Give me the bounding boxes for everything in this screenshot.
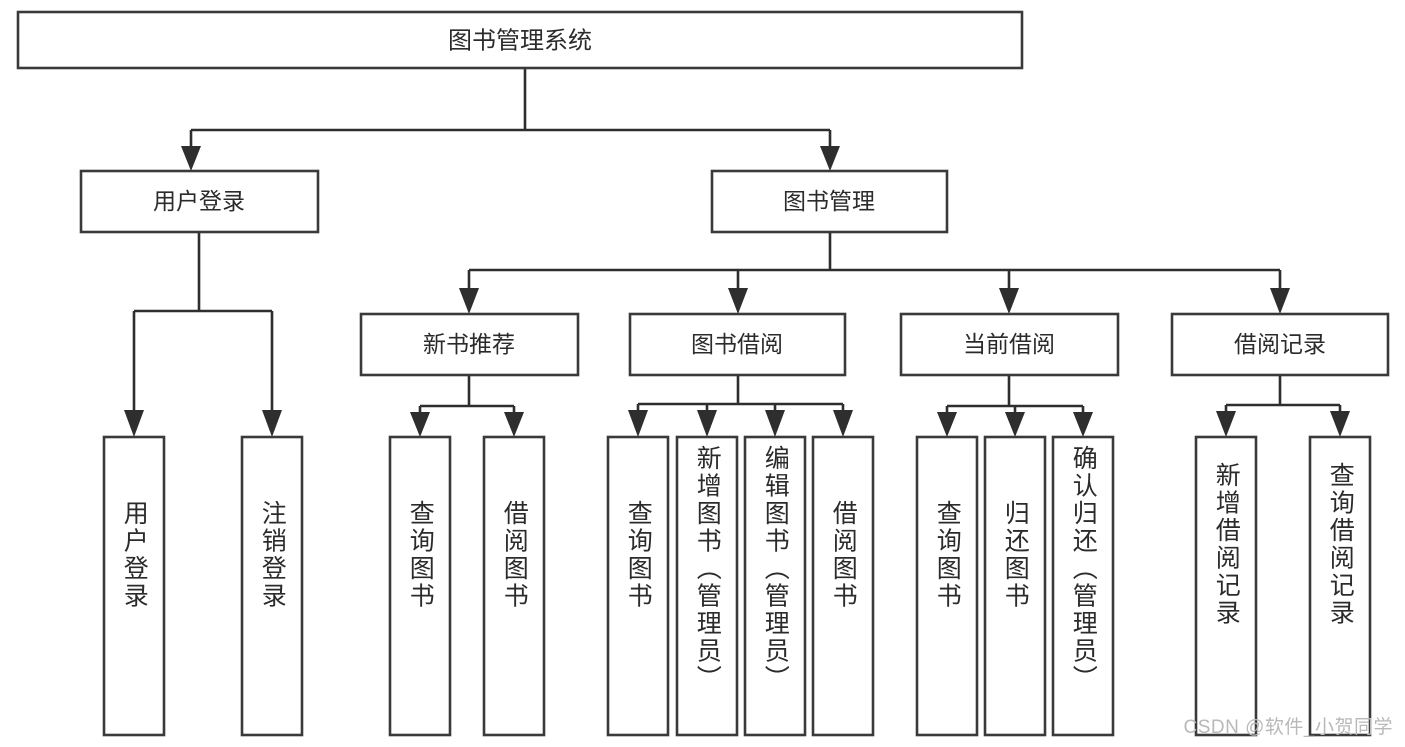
node-label: 图书管理系统 bbox=[448, 27, 592, 54]
leaf-box-add-record[interactable] bbox=[1194, 435, 1258, 737]
watermark: CSDN @软件_小贺同学 bbox=[1183, 717, 1393, 738]
leaf-box-borrow-book-2[interactable] bbox=[811, 435, 875, 737]
node-label: 用户登录 bbox=[153, 188, 245, 214]
node-box bbox=[16, 10, 1024, 70]
node-new-book-recommend[interactable]: 新书推荐 bbox=[359, 312, 580, 377]
arrow-head-icon bbox=[124, 410, 144, 437]
leaf-box-query-book-1[interactable] bbox=[388, 435, 452, 737]
arrow-head-icon bbox=[1005, 412, 1025, 437]
arrow-head-icon bbox=[765, 410, 785, 437]
node-book-management-system[interactable]: 图书管理系统 bbox=[16, 10, 1024, 70]
node-box bbox=[79, 169, 320, 234]
node-book-management[interactable]: 图书管理 bbox=[710, 169, 949, 234]
node-label: 图书借阅 bbox=[691, 331, 783, 357]
arrow-head-icon bbox=[697, 410, 717, 437]
node-label: 图书管理 bbox=[783, 188, 875, 214]
leaf-box-edit-book[interactable] bbox=[743, 435, 807, 737]
node-box bbox=[359, 312, 580, 377]
arrow-head-icon bbox=[999, 288, 1019, 314]
node-book-borrow[interactable]: 图书借阅 bbox=[628, 312, 847, 377]
arrow-head-icon bbox=[833, 410, 853, 437]
node-label: 当前借阅 bbox=[963, 331, 1055, 357]
leaf-box-confirm-return[interactable] bbox=[1051, 435, 1115, 737]
arrow-head-icon bbox=[1073, 412, 1093, 437]
arrow-head-icon bbox=[1330, 411, 1350, 437]
arrow-head-icon bbox=[504, 412, 524, 437]
connector-userlogin-to-leaves bbox=[124, 232, 282, 437]
connector-bookborrow-to-leaves bbox=[628, 375, 853, 437]
leaf-box-user-login[interactable] bbox=[102, 435, 166, 737]
arrow-head-icon bbox=[410, 412, 430, 437]
node-box bbox=[628, 312, 847, 377]
arrow-head-icon bbox=[1270, 288, 1290, 314]
leaf-box-logout-login[interactable] bbox=[240, 435, 304, 737]
node-box bbox=[710, 169, 949, 234]
node-box bbox=[1170, 312, 1390, 377]
connector-newbook-to-leaves bbox=[410, 375, 524, 437]
node-current-borrow[interactable]: 当前借阅 bbox=[899, 312, 1120, 377]
node-label: 新书推荐 bbox=[423, 331, 515, 357]
connector-borrowrecord-to-leaves bbox=[1216, 375, 1350, 437]
leaf-box-add-book[interactable] bbox=[675, 435, 739, 737]
leaf-box-query-book-3[interactable] bbox=[915, 435, 979, 737]
node-label: 借阅记录 bbox=[1234, 331, 1326, 357]
leaf-box-borrow-book-1[interactable] bbox=[482, 435, 546, 737]
node-user-login[interactable]: 用户登录 bbox=[79, 169, 320, 234]
arrow-head-icon bbox=[820, 146, 840, 171]
connector-currentborrow-to-leaves bbox=[937, 375, 1093, 437]
leaf-box-return-book[interactable] bbox=[983, 435, 1047, 737]
node-box bbox=[899, 312, 1120, 377]
leaf-box-query-record[interactable] bbox=[1308, 435, 1372, 737]
arrow-head-icon bbox=[181, 146, 201, 171]
arrow-head-icon bbox=[1216, 411, 1236, 437]
arrow-head-icon bbox=[728, 288, 748, 314]
connector-bookmgmt-to-level2 bbox=[459, 232, 1290, 314]
leaf-box-query-book-2[interactable] bbox=[606, 435, 670, 737]
node-borrow-record[interactable]: 借阅记录 bbox=[1170, 312, 1390, 377]
arrow-head-icon bbox=[937, 412, 957, 437]
arrow-head-icon bbox=[628, 410, 648, 437]
arrow-head-icon bbox=[262, 410, 282, 437]
arrow-head-icon bbox=[459, 288, 479, 314]
connector-root-to-level1 bbox=[181, 68, 840, 171]
